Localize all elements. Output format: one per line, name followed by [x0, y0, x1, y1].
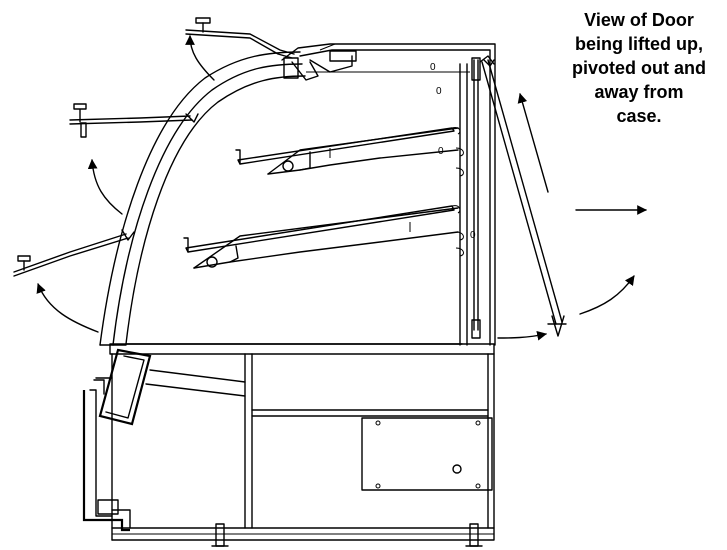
hinge-rods	[471, 57, 495, 339]
front-lower-section	[82, 348, 246, 532]
motion-arrows	[36, 35, 647, 341]
base-cabinet	[109, 343, 495, 547]
lifted-door	[479, 55, 567, 337]
door-position-low	[13, 229, 135, 277]
caption-line-3: pivoted out and	[572, 58, 706, 78]
lower-shelf	[183, 205, 464, 269]
caption-line-5: case.	[616, 106, 662, 126]
caption-line-2: being lifted up,	[575, 34, 703, 54]
marking-0-a: 0	[430, 62, 436, 73]
caption-line-4: away from	[594, 82, 684, 102]
door-position-top	[185, 17, 295, 59]
upper-shelf	[235, 127, 464, 177]
curved-glass-frame	[99, 51, 306, 346]
door-position-middle	[69, 103, 199, 138]
caption-line-1: View of Door	[584, 10, 694, 30]
door-removal-caption: View of Door being lifted up, pivoted ou…	[548, 8, 727, 128]
case-top-and-rear	[281, 43, 496, 346]
marking-0-b: 0	[436, 86, 442, 97]
marking-0-d: 0	[470, 230, 476, 241]
marking-0-c: 0	[438, 146, 444, 157]
electrical-box	[361, 417, 493, 491]
